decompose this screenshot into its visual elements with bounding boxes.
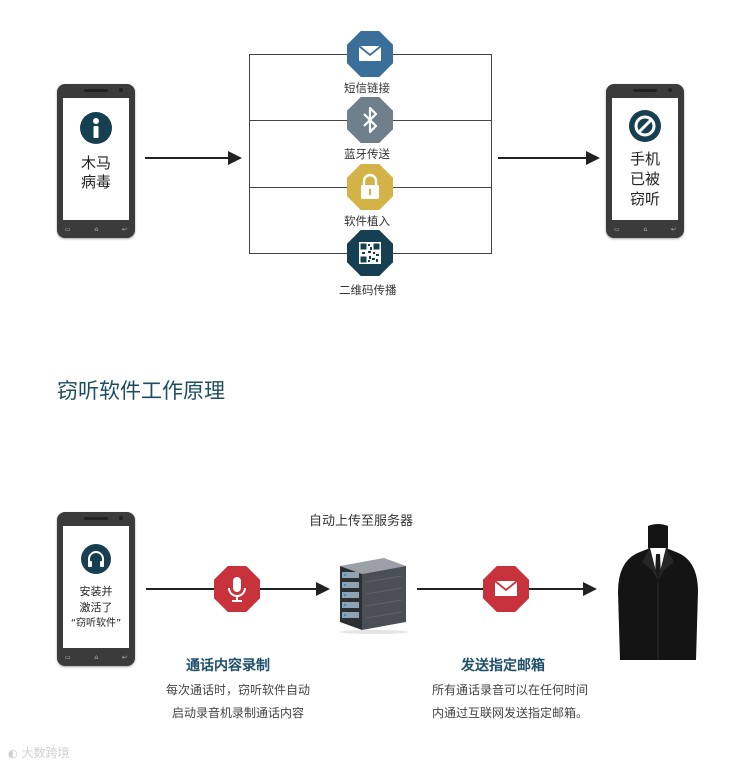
phone-text-line1: 手机 [629,150,660,168]
phone-text-line3: 窃听 [629,190,660,208]
watermark: ◐ 大数跨境 [8,744,69,761]
step1-line2: 启动录音机录制通话内容 [171,706,304,720]
bluetooth-icon [363,106,378,134]
server-upload-label: 自动上传至服务器 [309,514,414,529]
server-icon [340,558,408,634]
arrowhead [228,151,242,165]
prohibited-icon [629,110,661,142]
phone-text-line2: 已被 [629,170,660,188]
right-phone: 手机 已被 窃听 ▭⌂↩ [606,84,684,238]
step1-title: 通话内容录制 [186,658,270,674]
qr-code-badge [347,230,393,276]
phone-speaker [84,517,108,520]
phone-camera [668,88,672,92]
step2-line2: 内通过互联网发送指定邮箱。 [431,706,588,720]
flow-line [529,588,585,590]
phone-nav-bar: ▭⌂↩ [65,225,127,233]
suited-man-icon [618,524,698,660]
microphone-icon [228,577,246,602]
lock-icon [361,173,379,199]
phone-text-line3: “窃听软件” [70,618,122,629]
qr-code-icon [359,242,381,264]
phone-nav-bar: ▭⌂↩ [65,653,127,661]
record-badge [214,566,260,612]
phone-text-line1: 安装并 [79,585,113,598]
arrow-line [498,157,588,159]
phone-camera [119,88,123,92]
spyware-phone: 安装并 激活了 “窃听软件” ▭⌂↩ [57,512,135,666]
phone-screen: 木马 病毒 [63,98,129,220]
channel-label-bluetooth: 蓝牙传送 [344,147,390,161]
info-icon [80,112,112,144]
phone-camera [119,516,123,520]
phone-text-line2: 激活了 [79,601,113,614]
channel-label-software: 软件植入 [344,214,390,228]
phone-text-line2: 病毒 [80,173,111,191]
headphones-icon [81,544,111,574]
arrowhead [583,582,597,596]
phone-screen: 安装并 激活了 “窃听软件” [63,526,129,648]
watermark-text: 大数跨境 [21,746,70,760]
channel-label-qr: 二维码传播 [339,283,397,297]
sms-link-badge [347,31,393,77]
phone-speaker [84,89,108,92]
channel-box-left [249,54,250,254]
channel-box-right [491,54,492,254]
step1-description: 每次通话时，窃听软件自动 启动录音机录制通话内容 [138,679,338,725]
bluetooth-badge [347,97,393,143]
arrowhead [586,151,600,165]
phone-nav-bar: ▭⌂↩ [614,225,676,233]
flow-line [146,588,216,590]
phone-screen: 手机 已被 窃听 [612,98,678,220]
watermark-logo-icon: ◐ [8,747,18,760]
step2-title: 发送指定邮箱 [461,658,545,674]
envelope-icon [494,580,518,596]
software-implant-badge [347,164,393,210]
envelope-icon [358,45,382,61]
left-phone: 木马 病毒 ▭⌂↩ [57,84,135,238]
phone-speaker [633,89,657,92]
phone-text-line1: 木马 [80,154,111,172]
section-title: 窃听软件工作原理 [57,379,225,403]
flow-line [260,588,318,590]
step2-line1: 所有通话录音可以在任何时间 [431,683,588,697]
step2-description: 所有通话录音可以在任何时间 内通过互联网发送指定邮箱。 [410,679,610,725]
channel-label-sms: 短信链接 [344,81,390,95]
arrow-line [145,157,230,159]
arrowhead [316,582,330,596]
step1-line1: 每次通话时，窃听软件自动 [165,683,310,697]
flow-line [417,588,484,590]
email-badge [483,566,529,612]
